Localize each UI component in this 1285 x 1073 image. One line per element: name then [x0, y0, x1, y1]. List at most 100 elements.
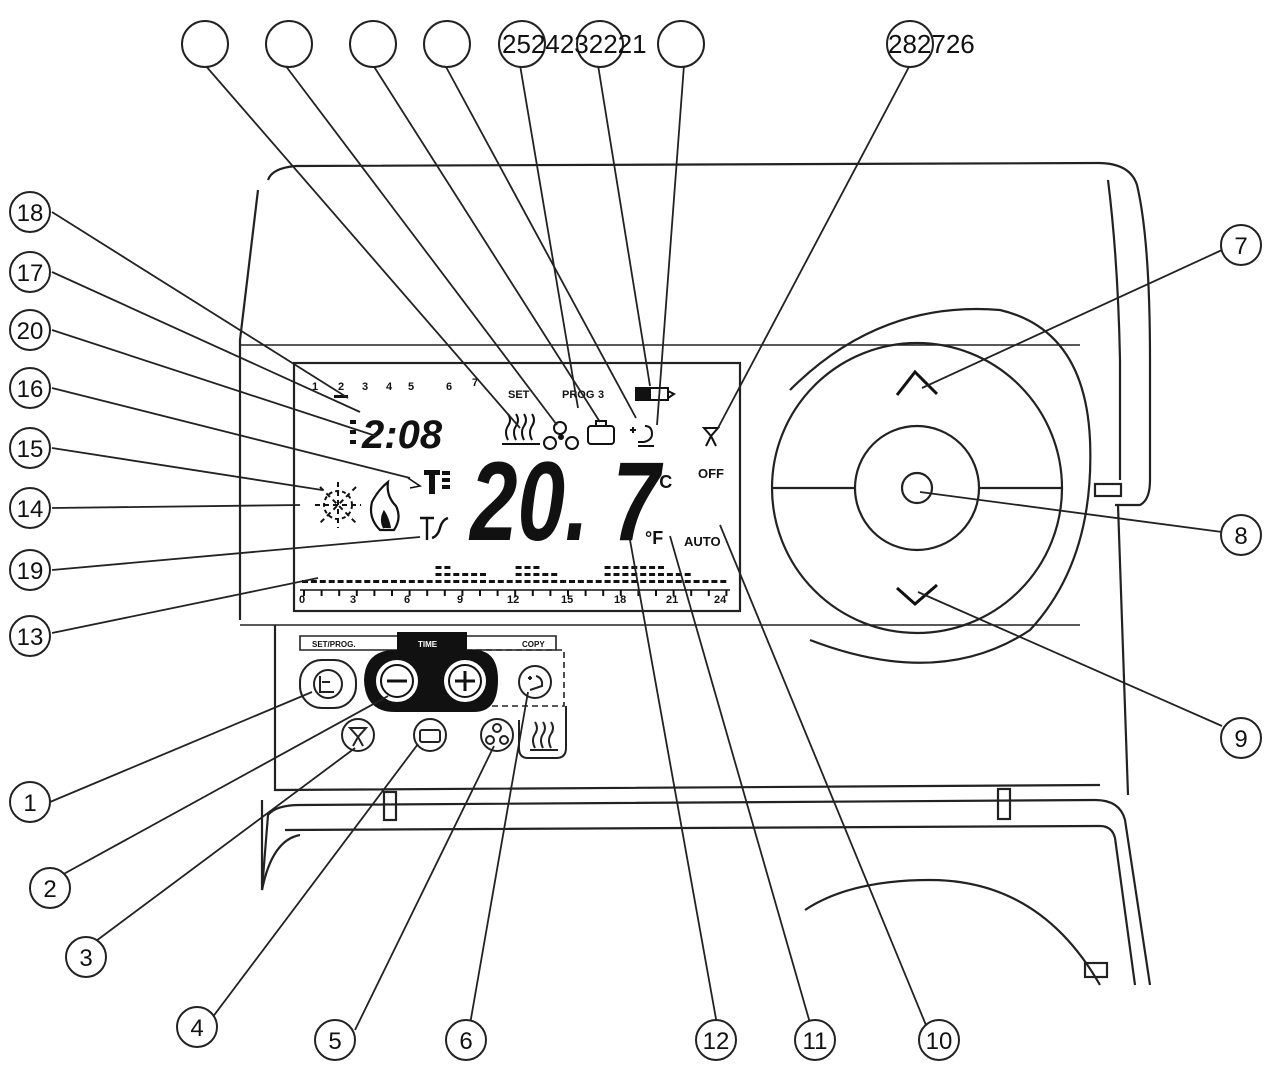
prog-number: 3 — [598, 389, 604, 401]
fan-button[interactable] — [480, 718, 514, 752]
program-bar-segment — [551, 573, 558, 576]
top-callout-label-left: 2524232221 — [502, 29, 647, 59]
battery-icon — [635, 387, 676, 401]
holiday-button[interactable] — [413, 718, 447, 752]
program-bar-segment — [391, 580, 397, 583]
hour-minor-tick — [637, 590, 640, 596]
callout-circle-top-g — [657, 20, 705, 68]
holiday-icon — [587, 420, 615, 445]
day-number-4: 4 — [386, 381, 393, 393]
hour-minor-tick — [619, 590, 622, 596]
callout-8: 8 — [1234, 523, 1247, 550]
callout-5: 5 — [328, 1028, 341, 1055]
program-bar-segment — [355, 580, 362, 583]
program-bar-segment — [631, 573, 638, 576]
program-bar-segment — [426, 580, 433, 583]
thermometer-pointer — [407, 477, 423, 489]
program-bar-segment — [542, 573, 549, 576]
auto-mode-label: AUTO — [684, 534, 721, 549]
thermometer-icon — [424, 470, 450, 494]
program-bar-segment — [364, 580, 371, 583]
hour-tick-15: 15 — [561, 594, 573, 606]
up-arrow-button[interactable] — [895, 369, 939, 396]
hour-minor-tick — [690, 590, 693, 596]
program-bar-segment — [649, 566, 656, 569]
program-bar-segment — [684, 580, 691, 583]
prog-label: PROG — [562, 389, 594, 401]
program-bar-segment — [382, 580, 389, 583]
down-arrow-button[interactable] — [896, 583, 938, 606]
program-bar-segment — [604, 580, 611, 583]
hour-tick-9: 9 — [457, 594, 463, 606]
program-bar-segment — [631, 580, 638, 583]
program-bar-segment — [506, 580, 513, 583]
callout-7: 7 — [1234, 233, 1247, 260]
program-bar-segment — [480, 580, 486, 583]
hour-minor-tick — [443, 590, 446, 596]
program-bar-segment — [658, 566, 664, 569]
program-bar-segment — [533, 580, 540, 583]
hour-tick-3: 3 — [350, 594, 356, 606]
callout-18: 18 — [17, 200, 44, 227]
day-number-3: 3 — [362, 381, 368, 393]
program-bar-segment — [577, 580, 584, 583]
hour-tick-12: 12 — [507, 594, 519, 606]
program-bar-segment — [675, 580, 682, 583]
set-label: SET — [508, 389, 530, 401]
callout-1: 1 — [23, 790, 36, 817]
unit-celsius: °C — [652, 472, 672, 492]
leader-lines — [49, 64, 1223, 1031]
callout-circle-top-d — [423, 20, 471, 68]
callout-2: 2 — [43, 876, 56, 903]
hour-minor-tick — [602, 590, 605, 596]
set-prog-button[interactable] — [299, 659, 357, 709]
program-bar-segment — [524, 566, 531, 569]
plus-button[interactable] — [444, 660, 486, 702]
hour-tick-0: 0 — [299, 594, 305, 606]
program-bar-segment — [480, 573, 486, 576]
hour-tick-18: 18 — [614, 594, 626, 606]
hour-minor-tick — [303, 590, 305, 596]
callout-19: 19 — [17, 558, 44, 585]
hour-minor-tick — [531, 590, 534, 596]
hour-minor-tick — [461, 590, 464, 596]
hour-minor-tick — [426, 590, 429, 596]
fan-icon — [543, 421, 579, 450]
program-bar-segment — [666, 580, 673, 583]
callout-numbers: 1 2 3 4 5 6 7 8 9 10 11 12 13 14 15 16 1… — [17, 200, 1248, 1055]
program-bar-segment — [542, 580, 549, 583]
program-bars — [302, 566, 727, 583]
program-bar-segment — [435, 566, 442, 569]
override-icon — [630, 425, 654, 447]
minus-button[interactable] — [376, 660, 418, 702]
hour-tick-24: 24 — [714, 594, 727, 606]
program-bar-segment — [444, 580, 451, 583]
program-bar-segment — [488, 580, 495, 583]
program-bar-segment — [533, 566, 540, 569]
tab-time-label: TIME — [418, 640, 438, 649]
confirm-center-button[interactable] — [853, 424, 981, 552]
hour-tick-21: 21 — [666, 594, 678, 606]
antenna-button[interactable] — [341, 718, 375, 752]
program-bar-segment — [453, 580, 460, 583]
clock-colon-dots — [350, 420, 356, 444]
program-bar-segment — [471, 573, 478, 576]
button-panel: SET/PROG. TIME COPY — [299, 632, 565, 712]
temperature-trend-icon — [420, 516, 449, 540]
program-bar-segment — [595, 580, 602, 583]
hour-minor-tick — [725, 590, 728, 596]
callout-circle-top-f — [576, 20, 624, 68]
day-number-2: 2 — [338, 381, 344, 393]
hour-minor-tick — [567, 590, 569, 596]
program-bar-segment — [658, 580, 664, 583]
program-bar-segment — [693, 580, 700, 583]
off-mode-label: OFF — [698, 466, 724, 481]
callout-9: 9 — [1234, 726, 1247, 753]
heating-button[interactable] — [518, 706, 567, 759]
program-bar-segment — [524, 573, 531, 576]
program-bar-segment — [569, 580, 575, 583]
hour-scale: 0 3 6 9 12 15 18 21 24 — [299, 589, 730, 606]
program-bar-segment — [604, 566, 611, 569]
copy-override-button[interactable] — [518, 665, 552, 699]
program-bar-segment — [408, 580, 415, 583]
